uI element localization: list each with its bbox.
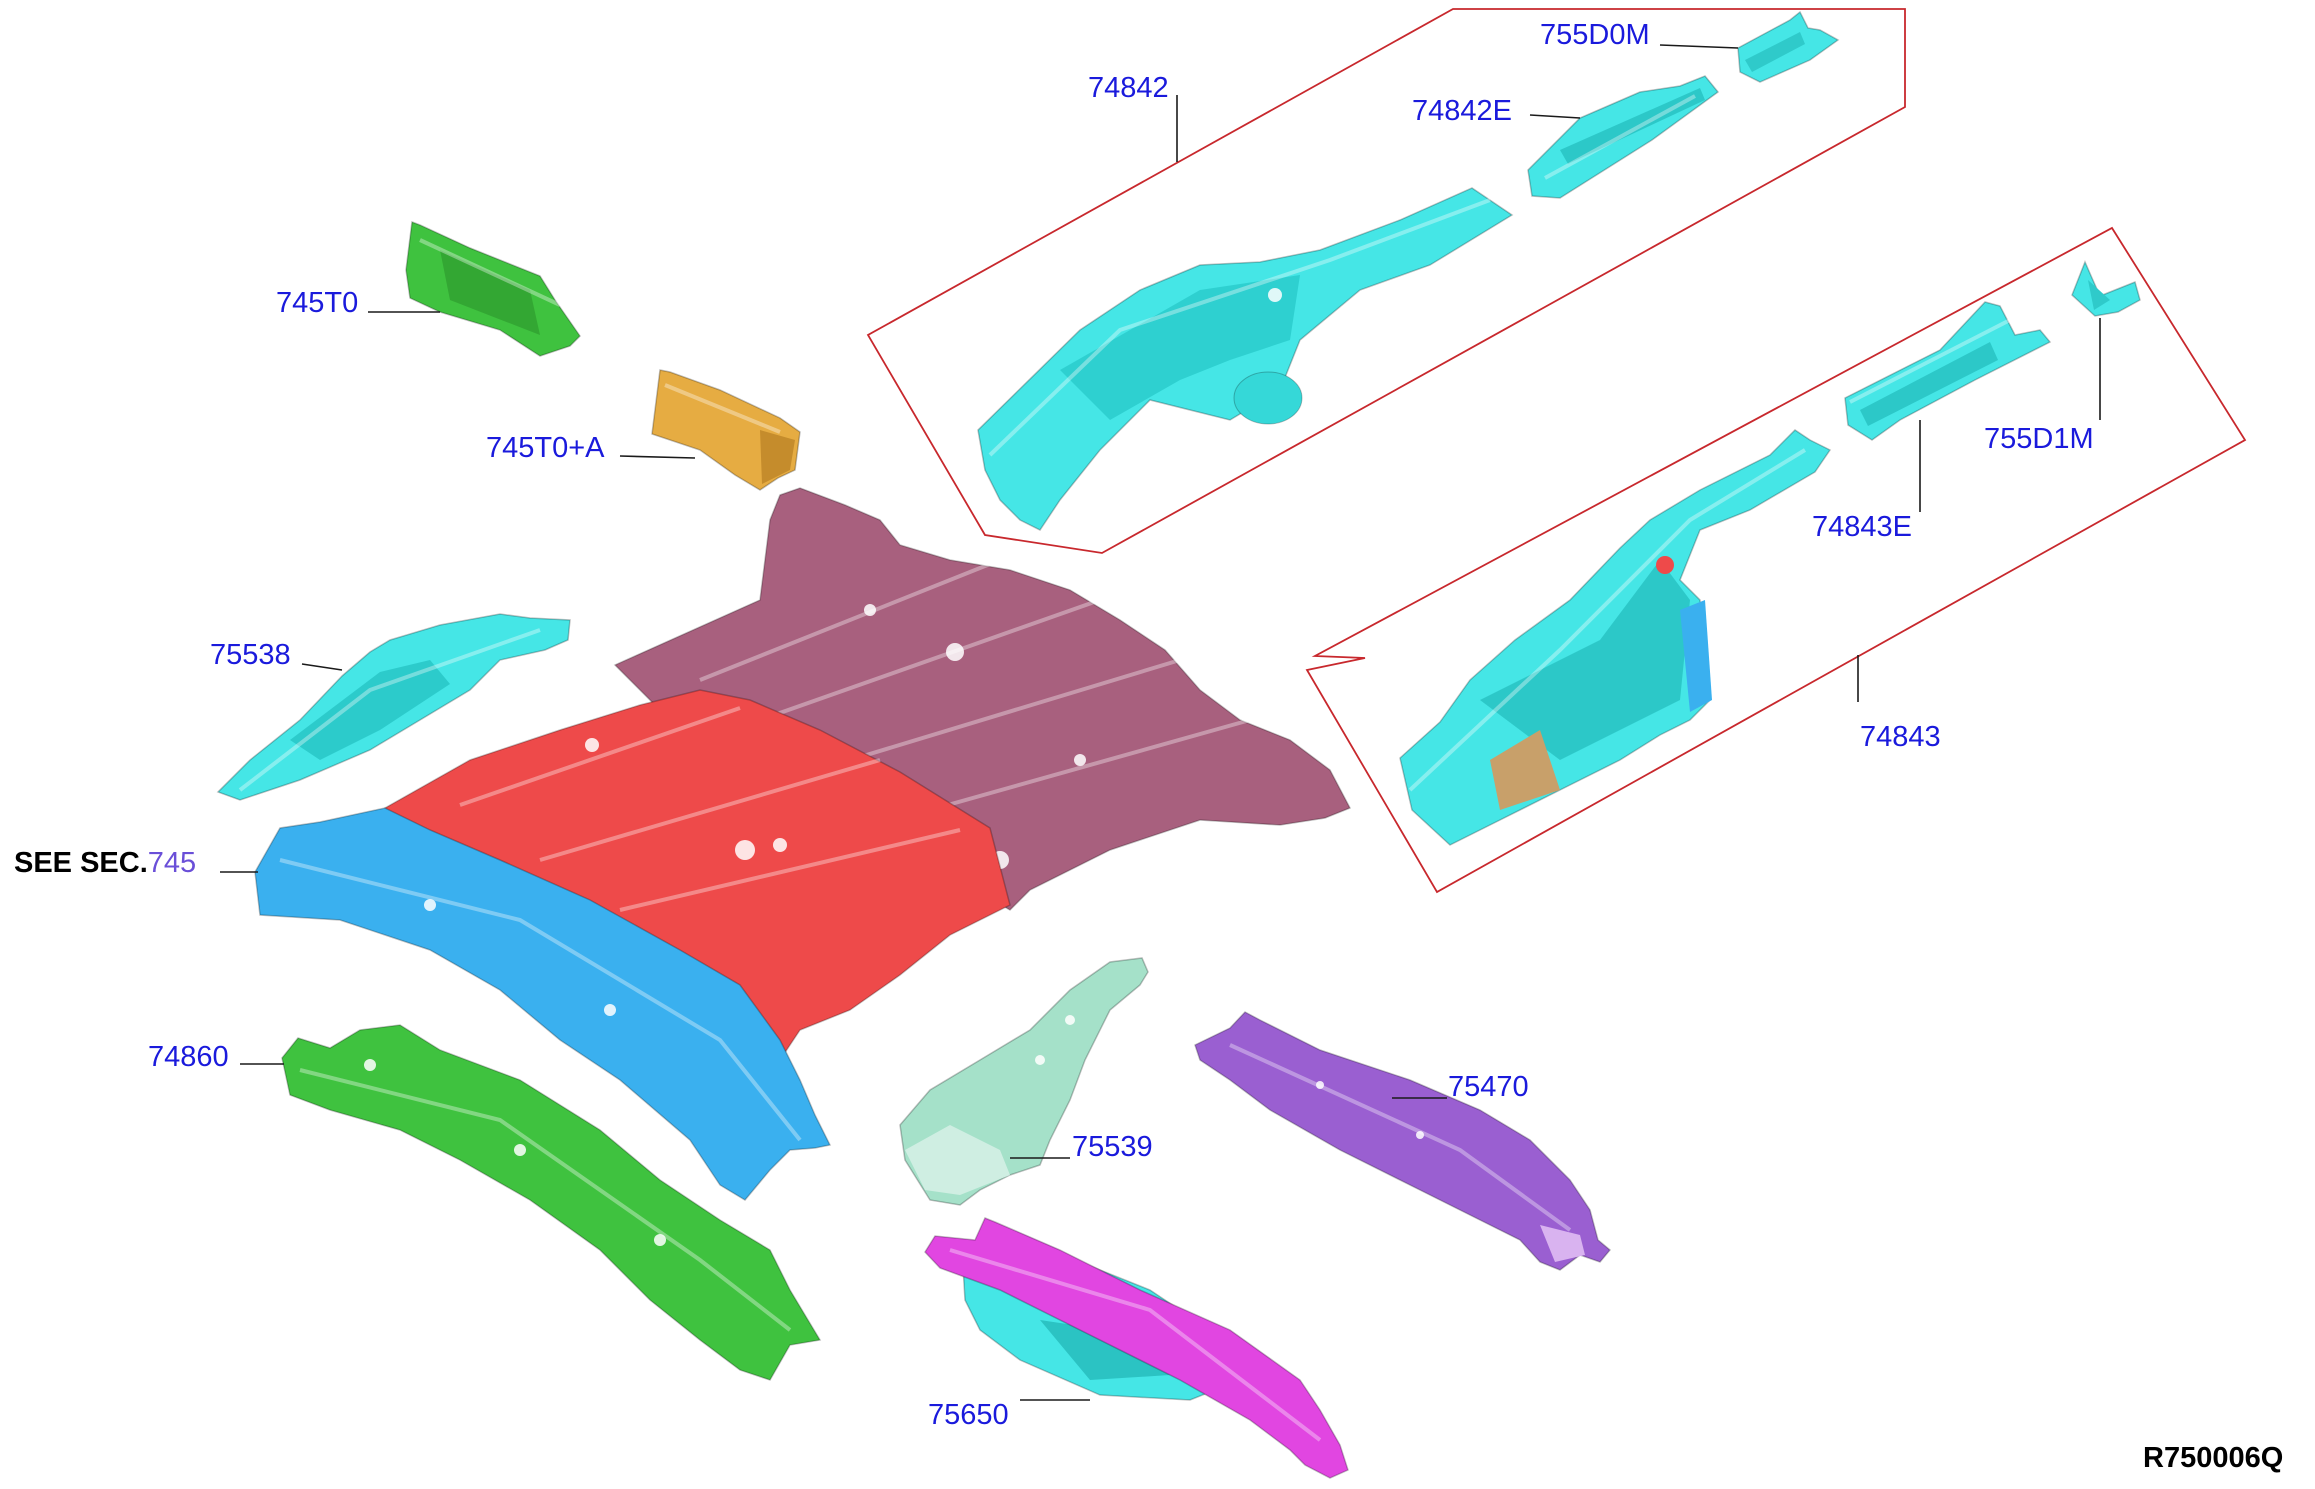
leader-75538 bbox=[301, 663, 343, 671]
part-75470[interactable] bbox=[1194, 1011, 1612, 1271]
callout-74843E[interactable]: 74843E bbox=[1812, 511, 1912, 543]
callout-75538[interactable]: 75538 bbox=[210, 639, 291, 671]
part-75539[interactable] bbox=[899, 957, 1149, 1206]
callout-74860[interactable]: 74860 bbox=[148, 1041, 229, 1073]
see-section-number: 745 bbox=[148, 847, 196, 879]
callout-74842[interactable]: 74842 bbox=[1088, 72, 1169, 104]
callout-745T0[interactable]: 745T0 bbox=[276, 287, 358, 319]
part-755D0M[interactable] bbox=[1737, 10, 1840, 83]
part-745T0-A[interactable] bbox=[651, 369, 801, 491]
leader-755D0M bbox=[1659, 44, 1739, 49]
leader-745T0A bbox=[619, 455, 696, 459]
diagram-reference-code: R750006Q bbox=[2143, 1442, 2283, 1474]
part-74843E[interactable] bbox=[1844, 301, 2052, 441]
callout-75539[interactable]: 75539 bbox=[1072, 1131, 1153, 1163]
part-755D1M[interactable] bbox=[2071, 260, 2141, 317]
part-75538[interactable] bbox=[216, 613, 571, 801]
callout-755D0M[interactable]: 755D0M bbox=[1540, 19, 1650, 51]
callout-75650[interactable]: 75650 bbox=[928, 1399, 1009, 1431]
callout-74843[interactable]: 74843 bbox=[1860, 721, 1941, 753]
part-74842[interactable] bbox=[977, 187, 1514, 531]
part-74860[interactable] bbox=[281, 1024, 822, 1381]
part-75650[interactable] bbox=[924, 1217, 1349, 1479]
group-frame-74842 bbox=[866, 8, 1906, 554]
callout-755D1M[interactable]: 755D1M bbox=[1984, 423, 2094, 455]
part-745-blue-member[interactable] bbox=[254, 807, 832, 1201]
part-74842E[interactable] bbox=[1527, 75, 1720, 199]
leader-74842E bbox=[1529, 114, 1581, 119]
see-section-prefix: SEE SEC. bbox=[14, 847, 148, 879]
part-74843[interactable] bbox=[1399, 429, 1832, 846]
callout-75470[interactable]: 75470 bbox=[1448, 1071, 1529, 1103]
see-section-reference[interactable]: SEE SEC.745 bbox=[14, 847, 196, 879]
part-rear-floor-front[interactable] bbox=[383, 689, 1011, 1062]
callout-745T0A[interactable]: 745T0+A bbox=[486, 432, 605, 464]
callout-74842E[interactable]: 74842E bbox=[1412, 95, 1512, 127]
leader-lines bbox=[220, 44, 2101, 1401]
part-745T0[interactable] bbox=[405, 220, 581, 357]
group-frame-74843 bbox=[1305, 226, 2247, 894]
